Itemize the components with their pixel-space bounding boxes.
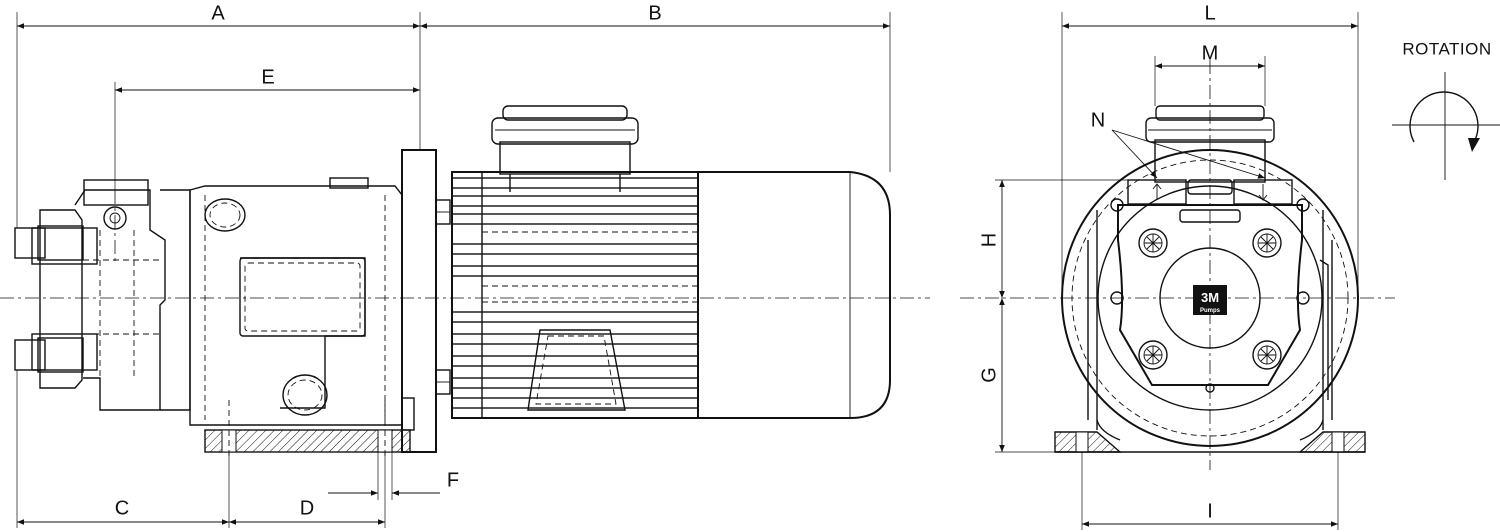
front-dimensions: L M N H G I xyxy=(978,2,1359,530)
rotation-arrow-icon xyxy=(1409,91,1479,143)
dimension-label-e: E xyxy=(261,66,274,88)
dimension-label-l: L xyxy=(1204,2,1215,24)
bracket xyxy=(160,177,403,426)
inspection-plug-icon xyxy=(204,198,246,232)
cooling-fins xyxy=(451,177,699,409)
motor-body xyxy=(451,171,699,419)
terminal-box xyxy=(491,105,639,192)
rotation-label: ROTATION xyxy=(1402,39,1491,58)
dimension-label-n: N xyxy=(1091,109,1105,131)
front-view: 3M Pumps xyxy=(960,60,1395,470)
dimension-label-b: B xyxy=(648,2,661,24)
fan-cover xyxy=(697,171,891,419)
dimension-label-i: I xyxy=(1207,500,1213,522)
base-foot xyxy=(204,397,415,460)
logo-subtext: Pumps xyxy=(1200,308,1221,314)
dimension-label-d: D xyxy=(300,497,314,519)
cover-screws xyxy=(1138,228,1282,370)
front-feet xyxy=(1054,419,1366,453)
dimension-label-a: A xyxy=(211,2,225,24)
pump-head xyxy=(14,179,166,411)
motor-flange xyxy=(401,149,451,453)
motor-foot-rib xyxy=(527,329,626,411)
side-view xyxy=(0,105,930,460)
dimension-label-g: G xyxy=(978,367,1000,383)
brand-logo: 3M Pumps xyxy=(1193,285,1227,315)
logo-text: 3M xyxy=(1201,290,1219,305)
dimension-label-h: H xyxy=(978,233,1000,247)
dimension-label-c: C xyxy=(115,497,129,519)
rotation-symbol: ROTATION xyxy=(1392,39,1500,180)
side-dimensions: A B E C D F xyxy=(16,2,891,528)
dimension-label-f: F xyxy=(447,469,459,491)
dimension-label-m: M xyxy=(1202,42,1219,64)
